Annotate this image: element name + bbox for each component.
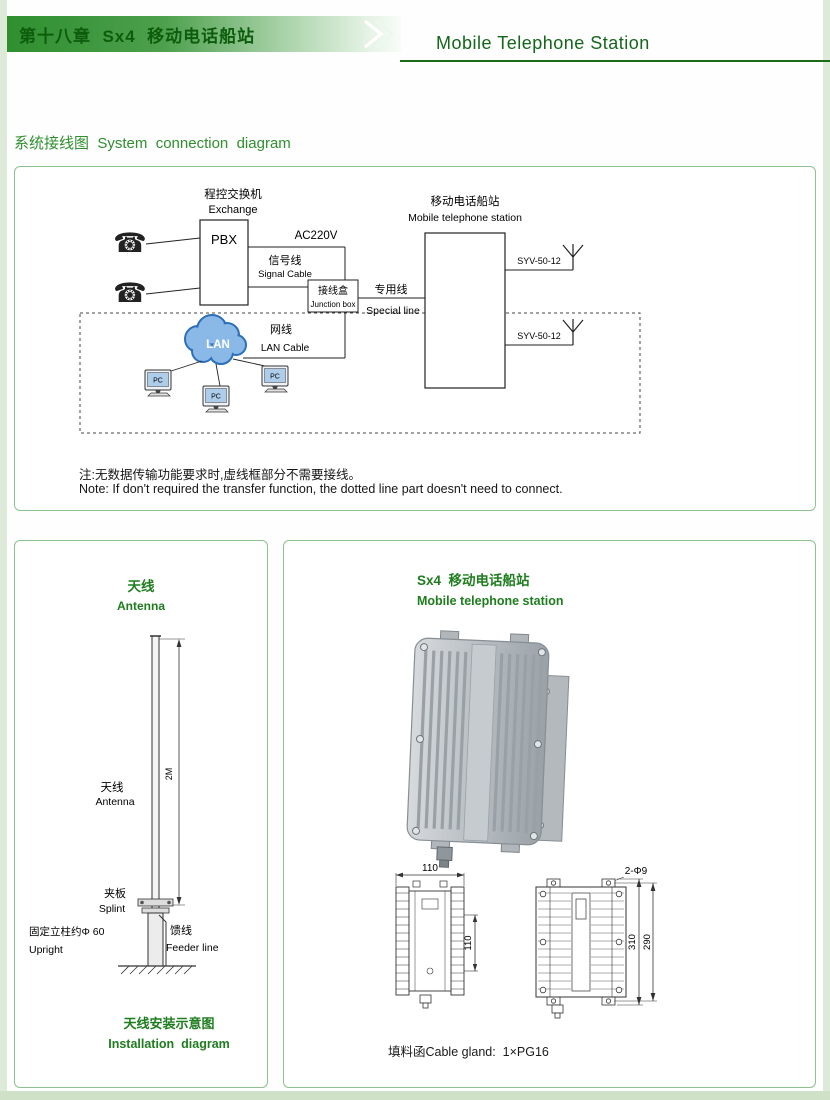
system-connection-diagram: ☎ ☎ 程控交换机 Exchange PBX AC220V 信号线 Signal… (79, 187, 641, 434)
lan-cable-label-en: LAN Cable (261, 343, 310, 354)
dim-h2-label: 290 (642, 934, 653, 950)
page-title-en: Mobile Telephone Station (436, 33, 650, 53)
antenna-symbol-bottom (562, 319, 584, 345)
junction-label-en: Junction box (311, 300, 356, 309)
chapter-banner: 第十八章 Sx4 移动电话船站 (7, 16, 401, 52)
antenna-panel-title: 天线 Antenna (15, 575, 267, 613)
pc-icon: PC (261, 365, 289, 393)
syv-label-bottom: SYV-50-12 (517, 331, 561, 341)
pc-label: PC (270, 374, 280, 381)
case-screws (412, 643, 546, 841)
telephone-icon: ☎ (113, 278, 147, 308)
note-en: Note: If don't required the transfer fun… (79, 482, 563, 496)
station-panel: Sx4 移动电话船站 Mobile telephone station (283, 540, 816, 1088)
station-box (424, 232, 506, 389)
pc-label: PC (153, 378, 163, 385)
antenna-panel: 天线 Antenna 2M (14, 540, 268, 1088)
antenna-label-zh: 天线 (101, 780, 124, 794)
antenna-title-en: Antenna (117, 599, 165, 613)
antenna-caption-en: Installation diagram (108, 1037, 230, 1051)
mast-dim-label: 2M (164, 768, 174, 781)
lan-cable-label-zh: 网线 (270, 322, 292, 336)
feeder-label-zh: 馈线 (170, 923, 192, 937)
dimension-view-front: 2-Φ9 (535, 866, 657, 1019)
pbx-box (199, 219, 249, 306)
pbx-label: PBX (211, 232, 237, 247)
cable-gland (436, 846, 453, 862)
cable-gland-caption: 填料函Cable gland: 1×PG16 (388, 1045, 549, 1059)
pc-icon: PC (144, 369, 172, 397)
section-title: 系统接线图 System connection diagram (14, 132, 291, 153)
upright-label-en: Upright (29, 944, 63, 956)
antenna-installation-diagram: 2M 天线 Antenna 夹板 Splint 固定立柱约Φ 60 Uprigh… (29, 635, 219, 975)
pc-label: PC (211, 394, 221, 401)
antenna-symbol-top (562, 244, 584, 270)
phone-to-pbx-lines (145, 237, 201, 295)
page-edge-right (823, 0, 830, 1100)
lan-cloud-icon: LAN (184, 314, 247, 365)
dimension-view-side: 110 110 (395, 863, 478, 1009)
dim-h1-label: 310 (627, 934, 638, 950)
syv-label-top: SYV-50-12 (517, 256, 561, 266)
ac220v-label: AC220V (295, 230, 338, 242)
splint-label-en: Splint (99, 903, 125, 915)
dim-holes-label: 2-Φ9 (625, 866, 648, 877)
device-photo (406, 630, 570, 868)
antenna-caption-zh: 天线安装示意图 (123, 1016, 215, 1031)
telephone-icon: ☎ (113, 228, 147, 258)
junction-label-zh: 接线盒 (318, 284, 348, 297)
upright-label-zh: 固定立柱约Φ 60 (29, 925, 105, 938)
signal-cable-label-en: Signal Cable (258, 269, 312, 280)
feeder-cable (158, 914, 167, 966)
system-diagram-panel: ☎ ☎ 程控交换机 Exchange PBX AC220V 信号线 Signal… (14, 166, 816, 511)
special-line-label-zh: 专用线 (375, 282, 408, 296)
header-rule (400, 60, 830, 62)
page-edge-bottom (0, 1091, 830, 1100)
section-title-en: System connection diagram (97, 135, 291, 152)
note-zh: 注:无数据传输功能要求时,虚线框部分不需要接线。 (79, 468, 361, 482)
junction-box (307, 279, 359, 313)
pc-icon: PC (202, 385, 230, 413)
antenna-caption: 天线安装示意图 Installation diagram (15, 1013, 267, 1051)
station-label-zh: 移动电话船站 (431, 194, 500, 208)
antenna-mast (151, 635, 160, 913)
dim-width-label: 110 (422, 863, 438, 874)
signal-cable-label-zh: 信号线 (269, 253, 302, 267)
chapter-title: 第十八章 Sx4 移动电话船站 (19, 26, 256, 46)
dim-mid-label: 110 (463, 935, 474, 950)
station-title-en: Mobile telephone station (417, 594, 564, 608)
section-title-zh: 系统接线图 (14, 135, 90, 152)
station-panel-title: Sx4 移动电话船站 Mobile telephone station (417, 569, 564, 608)
splint-label-zh: 夹板 (104, 886, 126, 900)
exchange-label-zh: 程控交换机 (204, 187, 262, 201)
page-edge-left (0, 0, 7, 1100)
splint-clamp (137, 898, 174, 914)
lan-cloud-label: LAN (206, 339, 230, 351)
banner-arrow-icon (363, 19, 395, 49)
optional-region-box (79, 312, 641, 434)
station-label-en: Mobile telephone station (408, 212, 522, 224)
antenna-label-en: Antenna (95, 796, 134, 808)
feeder-label-en: Feeder line (166, 942, 219, 954)
lan-cable-line (243, 312, 346, 359)
station-drawings: 110 110 (395, 630, 657, 1019)
upright-column (147, 912, 164, 967)
special-line-label-en: Special line (366, 305, 420, 317)
exchange-label-en: Exchange (209, 204, 258, 216)
station-title-zh: Sx4 移动电话船站 (417, 573, 530, 588)
ac220v-line (248, 246, 346, 280)
ground-hatch (118, 965, 196, 975)
antenna-title-zh: 天线 (127, 579, 155, 594)
